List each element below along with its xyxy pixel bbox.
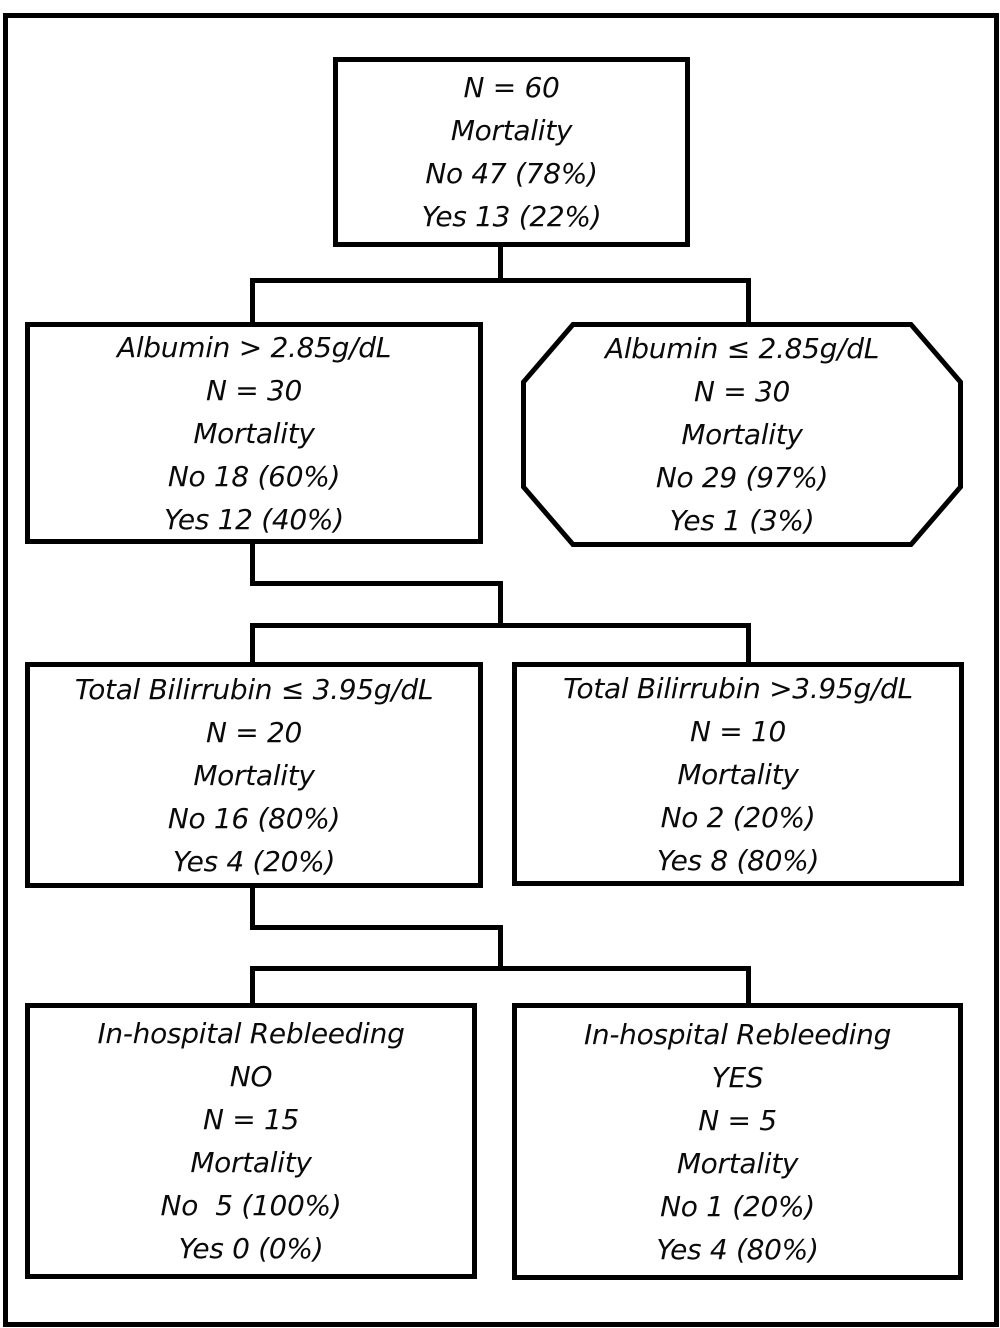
text-line: Yes 12 (40%): [164, 502, 344, 536]
connector-bilirubin-jog: [250, 925, 503, 930]
text-line: In-hospital Rebleeding: [97, 1017, 405, 1050]
text-line: N = 15: [202, 1103, 300, 1136]
connector-albumin-stem: [250, 544, 255, 586]
text-line: N = 20: [205, 715, 303, 749]
text-line: Yes 4 (80%): [656, 1232, 819, 1266]
text-line: Mortality: [450, 114, 573, 147]
text-line: Yes 4 (20%): [172, 844, 336, 878]
connector-albumin-bar: [250, 623, 751, 628]
text-line: N = 5: [698, 1103, 777, 1137]
connector-root-drop-right: [746, 278, 751, 326]
text-line: In-hospital Rebleeding: [583, 1017, 892, 1051]
text-line: Albumin > 2.85g/dL: [116, 330, 392, 364]
connector-root-bar: [250, 278, 751, 283]
connector-bilirubin-drop-left: [250, 966, 255, 1008]
text-line: N = 10: [689, 714, 787, 748]
text-line: No 47 (78%): [425, 157, 598, 190]
node-bilirubin-low: Total Bilirrubin ≤ 3.95g/dL N = 20 Morta…: [25, 662, 483, 888]
text-line: No 29 (97%): [655, 461, 829, 494]
text-line: No 2 (20%): [660, 800, 816, 834]
text-line: Yes 0 (0%): [178, 1232, 324, 1265]
connector-albumin-jog: [250, 581, 503, 586]
text-line: YES: [711, 1060, 764, 1094]
text-line: No 18 (60%): [167, 459, 341, 493]
text-line: Mortality: [193, 416, 315, 450]
node-bilirubin-high: Total Bilirrubin >3.95g/dL N = 10 Mortal…: [512, 662, 964, 886]
node-albumin-low: Albumin ≤ 2.85g/dL N = 30 Mortality No 2…: [521, 322, 963, 547]
text-line: Yes 8 (80%): [656, 843, 820, 877]
text-line: Yes 13 (22%): [421, 200, 602, 233]
text-line: Albumin ≤ 2.85g/dL: [604, 332, 880, 365]
text-line: Total Bilirrubin >3.95g/dL: [563, 671, 913, 705]
connector-albumin-mid-drop: [498, 581, 503, 628]
connector-root-stem: [498, 247, 503, 283]
connector-albumin-drop-right: [746, 623, 751, 667]
node-root: N = 60 Mortality No 47 (78%) Yes 13 (22%…: [333, 57, 690, 247]
text-line: Mortality: [193, 758, 315, 792]
figure-border: [3, 13, 999, 1327]
text-line: N = 30: [205, 373, 303, 407]
text-line: Mortality: [681, 418, 803, 451]
text-line: NO: [229, 1060, 273, 1093]
text-line: No 16 (80%): [167, 801, 341, 835]
text-line: Mortality: [677, 757, 799, 791]
text-line: Yes 1 (3%): [669, 504, 815, 537]
connector-bilirubin-drop-right: [746, 966, 751, 1008]
connector-root-drop-left: [250, 278, 255, 326]
connector-bilirubin-bar: [250, 966, 751, 971]
node-albumin-high: Albumin > 2.85g/dL N = 30 Mortality No 1…: [25, 322, 483, 544]
text-line: Total Bilirrubin ≤ 3.95g/dL: [74, 672, 434, 706]
node-rebleeding-yes: In-hospital Rebleeding YES N = 5 Mortali…: [512, 1003, 963, 1280]
text-line: N = 60: [463, 71, 560, 104]
text-line: N = 30: [693, 375, 791, 408]
connector-bilirubin-stem: [250, 888, 255, 930]
text-line: No 5 (100%): [160, 1189, 342, 1222]
node-rebleeding-no: In-hospital Rebleeding NO N = 15 Mortali…: [25, 1003, 477, 1279]
connector-bilirubin-mid-drop: [498, 925, 503, 971]
text-line: Mortality: [190, 1146, 312, 1179]
connector-albumin-drop-left: [250, 623, 255, 667]
octagon-shape: [521, 322, 963, 547]
text-line: Mortality: [676, 1146, 799, 1180]
text-line: No 1 (20%): [660, 1189, 815, 1223]
